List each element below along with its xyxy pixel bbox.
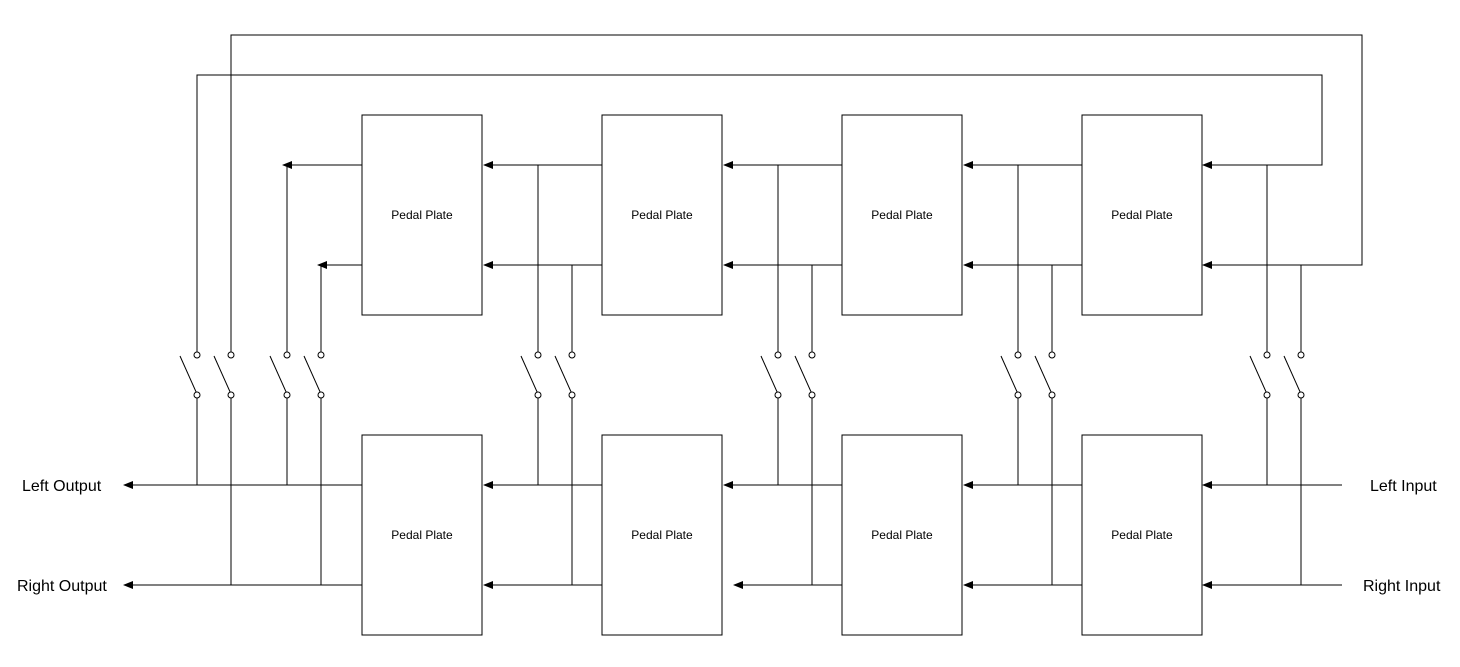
left-output-label: Left Output	[22, 478, 102, 495]
bottom-pedal-plate-2: Pedal Plate	[601, 434, 723, 636]
top-pedal-plate-3-label: Pedal Plate	[871, 208, 933, 222]
left-input-label: Left Input	[1370, 478, 1437, 495]
top-pedal-plate-2: Pedal Plate	[601, 114, 723, 316]
top-pedal-plate-4: Pedal Plate	[1081, 114, 1203, 316]
top-pedal-plate-4-label: Pedal Plate	[1111, 208, 1173, 222]
bottom-pedal-plate-2-label: Pedal Plate	[631, 528, 693, 542]
bottom-pedal-plate-3: Pedal Plate	[841, 434, 963, 636]
switch-pair-1	[179, 351, 235, 399]
bottom-pedal-plate-4: Pedal Plate	[1081, 434, 1203, 636]
feedback-loop-right	[230, 34, 1363, 355]
bottom-pedal-plate-3-label: Pedal Plate	[871, 528, 933, 542]
feedback-loop-left	[196, 74, 1323, 355]
bottom-pedal-plate-1: Pedal Plate	[361, 434, 483, 636]
switch-pair-4	[1000, 351, 1056, 399]
top-right-out-line	[320, 264, 362, 355]
top-pedal-plate-3: Pedal Plate	[841, 114, 963, 316]
right-input-label: Right Input	[1363, 578, 1441, 595]
bottom-pedal-plate-1-label: Pedal Plate	[391, 528, 453, 542]
switch-pair-1b	[269, 351, 325, 399]
top-pedal-plate-1: Pedal Plate	[361, 114, 483, 316]
top-left-out-line	[286, 164, 362, 355]
switch-pair-2	[520, 351, 576, 399]
top-pedal-plate-1-label: Pedal Plate	[391, 208, 453, 222]
switch-pair-5	[1249, 351, 1305, 399]
bottom-pedal-plate-4-label: Pedal Plate	[1111, 528, 1173, 542]
top-pedal-plate-2-label: Pedal Plate	[631, 208, 693, 222]
switch-pair-3	[760, 351, 816, 399]
right-output-label: Right Output	[17, 578, 107, 595]
